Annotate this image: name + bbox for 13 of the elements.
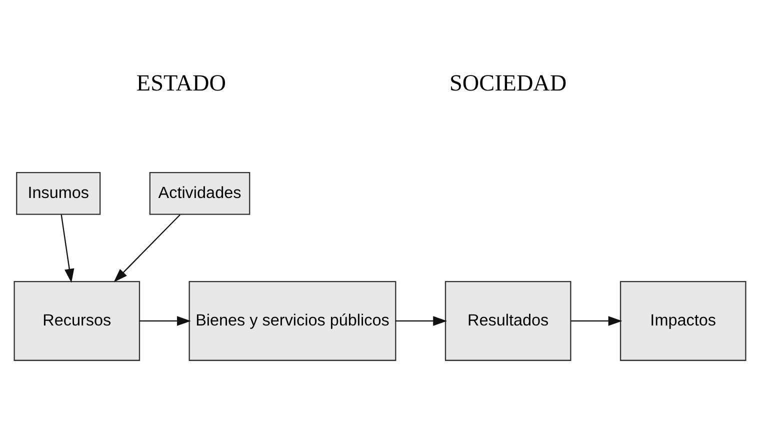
node-box: Impactos [619,280,746,360]
arrow [570,316,622,326]
arrow [139,316,190,326]
arrow [395,316,447,326]
arrow [60,214,74,282]
node-box: Bienes y servicios públicos [188,280,396,360]
node-box: Actividades [148,172,250,214]
node-box: Insumos [16,172,100,214]
label: SOCIEDAD [449,70,566,96]
node-box: Recursos [13,280,140,360]
label: ESTADO [136,70,226,96]
arrow [113,214,180,282]
node-box: Resultados [444,280,571,360]
